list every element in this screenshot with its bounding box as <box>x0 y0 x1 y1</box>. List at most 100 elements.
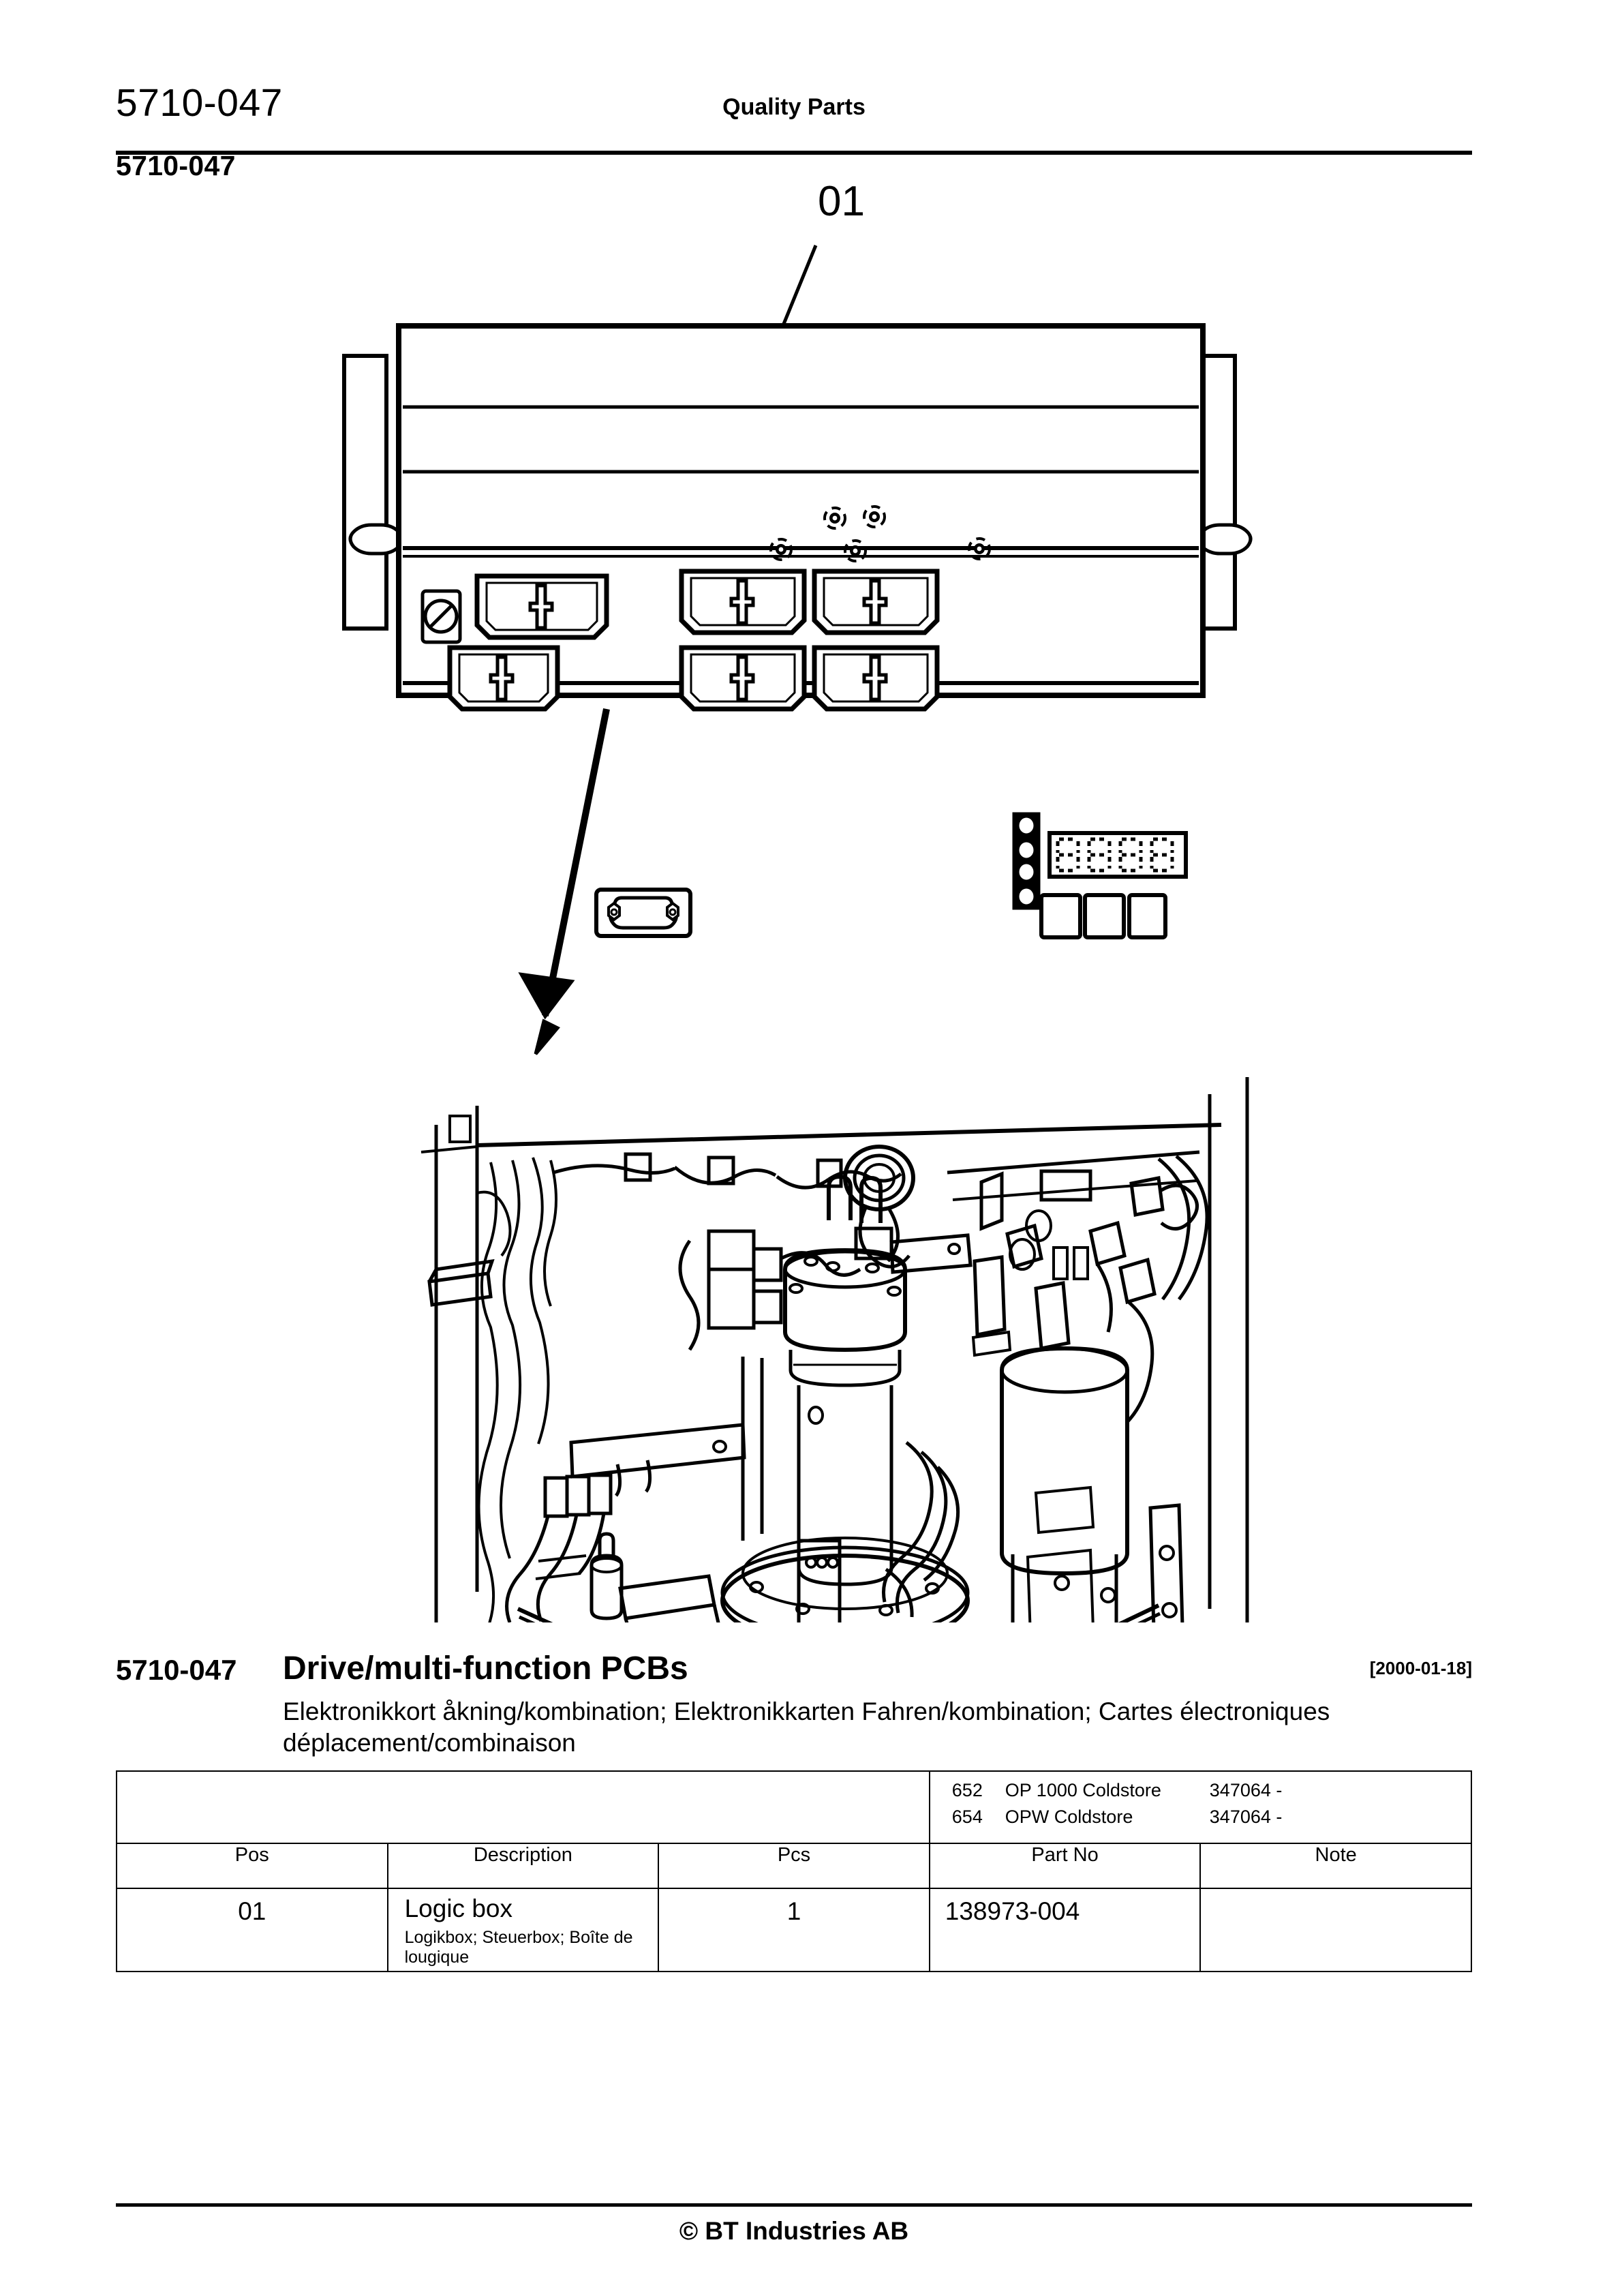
connector-block <box>447 645 560 712</box>
callout-leader-line <box>780 245 818 328</box>
model-part-range: 347064 - <box>1209 1807 1283 1828</box>
harness-clip <box>624 1152 652 1182</box>
logic-box-enclosure <box>396 323 1206 698</box>
connector-block <box>474 573 609 640</box>
column-header-pos: Pos <box>116 1843 388 1889</box>
fastener-head <box>823 507 846 530</box>
display-digit <box>1056 837 1080 873</box>
contactor-block <box>707 1229 783 1330</box>
model-code: 652 <box>951 1780 983 1800</box>
led-indicator <box>1012 858 1041 886</box>
panel-terminal-strip <box>973 1255 1007 1338</box>
description-primary: Logic box <box>404 1894 512 1922</box>
d-sub-connector <box>594 888 692 938</box>
figure-area: 01 <box>0 170 1622 1622</box>
applicable-models-cell: 652 OP 1000 Coldstore 347064 - 654 OPW Cold… <box>928 1770 1473 1844</box>
display-digit <box>1150 837 1174 873</box>
connector-block <box>812 569 940 635</box>
model-code: 654 <box>951 1807 983 1828</box>
part-title-name: Drive/multi-function PCBs <box>283 1650 688 1687</box>
footer-divider <box>116 2203 1472 2207</box>
led-indicator <box>1012 883 1041 910</box>
panel-button <box>1083 893 1126 939</box>
d-sub-jack-screw <box>607 901 621 922</box>
connector-block <box>679 645 807 712</box>
compartment-upper-left-tab <box>420 1115 478 1153</box>
floor-detail-line <box>535 1572 581 1580</box>
panel-relay <box>1039 1169 1092 1202</box>
led-indicator <box>1012 812 1041 839</box>
left-bracket-mounting-slot <box>348 523 404 556</box>
panel-button <box>1039 893 1082 939</box>
description-translations: Logikbox; Steuerbox; Boîte de lougique <box>404 1927 633 1967</box>
secondary-motor-label-plate <box>1026 1548 1095 1622</box>
left-mounting-bracket <box>342 354 388 631</box>
panel-fuse <box>979 1171 1004 1231</box>
assembly-pointer-arrow <box>518 708 610 1055</box>
motor-terminal-post <box>859 1175 883 1223</box>
table-header-row: Pos Description Pcs Part No Note <box>116 1843 1472 1889</box>
figure-line-art <box>342 245 1253 1622</box>
footer-copyright: © BT Industries AB <box>679 2217 909 2245</box>
part-title-subtitle: Elektronikkort åkning/kombination; Elekt… <box>283 1697 1330 1757</box>
section-code-label: 5710-047 <box>116 150 236 181</box>
display-digit <box>1087 837 1112 873</box>
cell-part-no: 138973-004 <box>928 1888 1202 1972</box>
header-divider <box>116 151 1472 155</box>
table-row: 01 Logic box Logikbox; Steuerbox; Boîte … <box>116 1888 1472 1972</box>
connector-block <box>812 645 940 712</box>
model-name: OP 1000 Coldstore <box>1005 1780 1161 1800</box>
page-header: 5710-047 Quality Parts <box>116 75 1472 164</box>
cell-description: Logic box Logikbox; Steuerbox; Boîte de … <box>386 1888 660 1972</box>
header-section-code: 5710-047 <box>116 81 283 125</box>
motor-front-bracket <box>797 1539 842 1622</box>
panel-button <box>1127 893 1167 939</box>
motor-mount-bar <box>889 1233 973 1274</box>
mount-bar-hole <box>947 1243 961 1255</box>
right-motor-bracket <box>1148 1503 1184 1622</box>
slotted-screw <box>420 589 462 644</box>
callout-label-01: 01 <box>818 178 865 225</box>
motor-base-flange <box>720 1537 970 1622</box>
motor-rear-bracket <box>741 1357 764 1541</box>
panel-fuse <box>1118 1257 1157 1305</box>
floor-detail-line <box>538 1554 587 1562</box>
panel-component <box>1034 1281 1071 1350</box>
logic-box-detail <box>342 323 1253 939</box>
upper-left-bracket-tab <box>427 1258 495 1307</box>
column-header-pcs: Pcs <box>658 1843 930 1889</box>
compartment-left-wall <box>434 1106 479 1622</box>
connector-blocks-group <box>447 569 940 712</box>
fastener-head <box>968 537 991 560</box>
motor-band <box>789 1350 902 1387</box>
column-header-description: Description <box>386 1843 660 1889</box>
harness-clip <box>707 1155 735 1185</box>
fastener-head <box>844 539 867 562</box>
panel-buttons-group <box>1039 893 1167 939</box>
display-digit <box>1118 837 1143 873</box>
compartment-top-edge <box>476 1123 1222 1147</box>
connector-block <box>679 569 807 635</box>
model-name: OPW Coldstore <box>1005 1807 1133 1828</box>
model-entry: 654 OPW Coldstore 347064 - <box>952 1804 1471 1830</box>
part-title-number: 5710-047 <box>116 1654 237 1686</box>
column-header-note: Note <box>1199 1843 1472 1889</box>
motor-compartment-illustration <box>420 1077 1249 1622</box>
lower-left-cylinder <box>590 1532 624 1620</box>
header-document-title: Quality Parts <box>722 94 866 120</box>
motor-terminal-post <box>827 1174 853 1220</box>
fastener-heads-group <box>769 505 991 562</box>
fastener-head <box>863 505 886 528</box>
fastener-head <box>769 538 793 561</box>
right-cable-runs <box>1095 1155 1209 1423</box>
left-wiring-loom <box>476 1157 557 1622</box>
lower-left-terminal-block <box>505 1423 746 1622</box>
cell-note <box>1199 1888 1472 1972</box>
compartment-right-wall <box>1208 1077 1249 1622</box>
cell-pos: 01 <box>116 1888 388 1972</box>
drive-motor <box>783 1174 907 1586</box>
lower-left-angle-bracket <box>618 1574 720 1622</box>
contactor-cable <box>678 1239 701 1351</box>
models-blank-cell <box>116 1770 930 1844</box>
